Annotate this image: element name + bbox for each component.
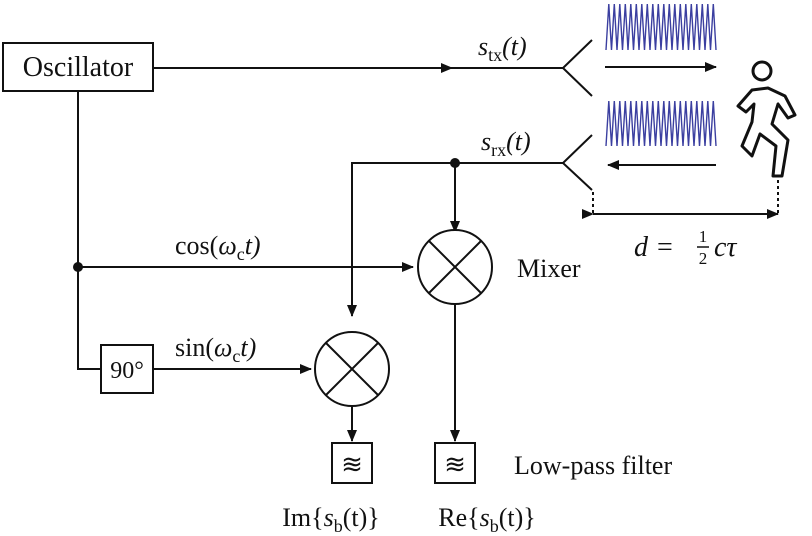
oscillator-block: Oscillator xyxy=(2,42,154,92)
tx-antenna-icon xyxy=(562,39,593,97)
im-output-label: Im{sb(t)} xyxy=(282,503,380,536)
re-mixer-icon xyxy=(417,229,493,305)
filter-icon: ≋ xyxy=(444,450,466,479)
mixer-label: Mixer xyxy=(517,254,581,283)
tx-signal-label: stx(t) xyxy=(478,32,527,65)
sin-label: sin(ωct) xyxy=(175,333,256,366)
svg-text:d: d xyxy=(634,232,649,263)
rx-signal-label: srx(t) xyxy=(481,127,531,160)
tx-waveform xyxy=(605,3,717,51)
oscillator-label: Oscillator xyxy=(23,52,134,83)
rx-antenna-icon xyxy=(562,134,593,191)
phase-shift-block: 90° xyxy=(100,344,154,394)
im-mixer-icon xyxy=(314,331,390,407)
cos-label: cos(ωct) xyxy=(175,231,261,264)
filter-icon: ≋ xyxy=(341,450,363,479)
lowpass-filter-label: Low-pass filter xyxy=(514,451,672,480)
im-lowpass-filter-block: ≋ xyxy=(331,442,373,484)
svg-text:=: = xyxy=(650,232,680,263)
svg-text:1: 1 xyxy=(699,227,708,246)
oscillator-trunk-line xyxy=(77,91,101,370)
re-lowpass-filter-block: ≋ xyxy=(434,442,476,484)
distance-formula: d = 1 2 cτ xyxy=(634,227,737,268)
rx-waveform xyxy=(605,100,717,147)
phase-shift-label: 90° xyxy=(110,358,144,384)
svg-text:cτ: cτ xyxy=(714,232,737,263)
rx-junction-dot xyxy=(450,158,460,168)
re-output-label: Re{sb(t)} xyxy=(438,503,536,536)
svg-text:2: 2 xyxy=(699,249,708,268)
person-walking-icon xyxy=(736,60,797,178)
rx-line-to-im-mixer xyxy=(347,162,563,317)
